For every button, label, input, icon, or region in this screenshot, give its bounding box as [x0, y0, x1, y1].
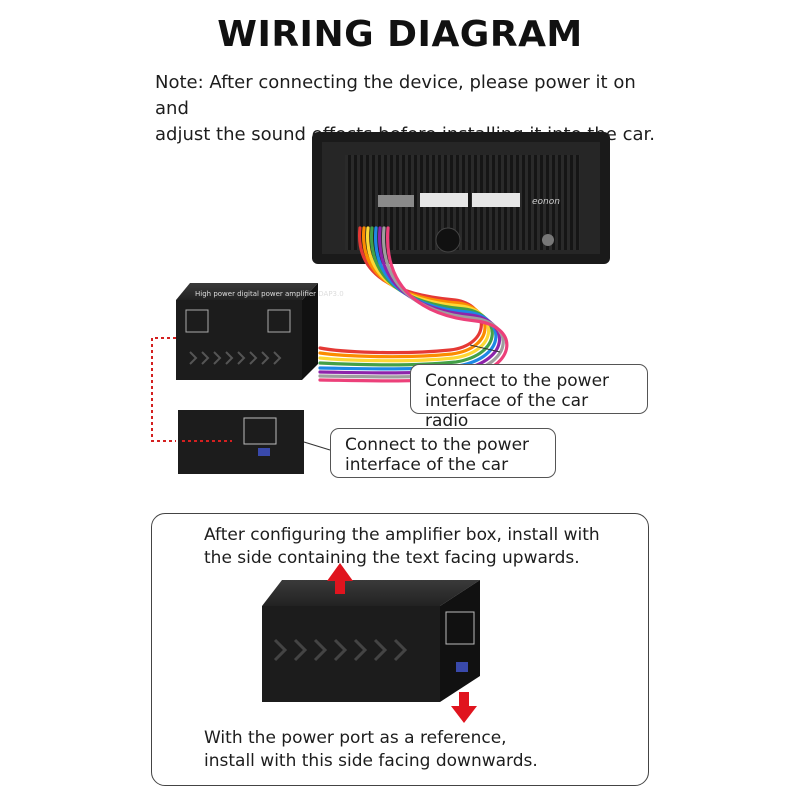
- leader-line-car: [303, 441, 331, 451]
- install-box-port: [445, 611, 475, 645]
- amplifier-top-face: [176, 283, 318, 300]
- amplifier-label: High power digital power amplifier DAP3.…: [195, 290, 344, 298]
- amplifier-port-left: [185, 309, 209, 333]
- install-box-vents: [273, 638, 408, 662]
- callout-car-line-2: interface of the car: [345, 455, 509, 475]
- car-power-box-body: [178, 410, 304, 474]
- install-top-line-1: After configuring the amplifier box, ins…: [204, 525, 600, 545]
- car-power-port: [243, 417, 277, 445]
- install-top-text: After configuring the amplifier box, ins…: [204, 524, 634, 570]
- amplifier-front-face: [176, 300, 302, 380]
- car-power-box: [178, 410, 304, 474]
- amplifier-port-right: [267, 309, 291, 333]
- callout-car-line-1: Connect to the power: [345, 435, 530, 455]
- callout-car-radio: Connect to the power interface of the ca…: [410, 364, 648, 431]
- leader-line-car-radio: [469, 344, 501, 353]
- install-box-top-face: [262, 580, 480, 606]
- radio-connector-2: [472, 193, 520, 207]
- amplifier-vents: [189, 351, 282, 365]
- arrow-up-icon: [327, 563, 353, 594]
- install-box-front-face: [262, 606, 440, 702]
- car-power-clip: [258, 448, 270, 456]
- install-bottom-line-2: install with this side facing downwards.: [204, 751, 538, 771]
- install-bottom-line-1: With the power port as a reference,: [204, 728, 507, 748]
- radio-antenna-port: [542, 234, 554, 246]
- wire-harness: [318, 226, 509, 383]
- radio-brand: eonon: [532, 197, 560, 207]
- callout-car: Connect to the power interface of the ca…: [330, 428, 556, 478]
- note-line-1: Note: After connecting the device, pleas…: [155, 72, 636, 119]
- install-box-clip: [456, 662, 468, 672]
- install-instructions-panel: [151, 513, 649, 786]
- install-box-side-face: [440, 580, 480, 702]
- car-radio-unit: eonon: [312, 132, 610, 264]
- amplifier-side-face: [302, 283, 318, 380]
- radio-fan: [435, 227, 461, 253]
- amplifier-box: High power digital power amplifier DAP3.…: [176, 283, 344, 380]
- callout-car-radio-line-2: interface of the car radio: [425, 391, 589, 431]
- arrow-down-icon: [451, 692, 477, 723]
- install-amplifier-box: [262, 580, 480, 702]
- radio-connector-3: [378, 195, 414, 207]
- dashed-connection-line: [151, 337, 176, 442]
- install-top-line-2: the side containing the text facing upwa…: [204, 548, 580, 568]
- page-title: WIRING DIAGRAM: [217, 14, 583, 55]
- radio-connector-1: [420, 193, 468, 207]
- callout-car-radio-line-1: Connect to the power: [425, 371, 610, 391]
- install-bottom-text: With the power port as a reference, inst…: [204, 727, 634, 773]
